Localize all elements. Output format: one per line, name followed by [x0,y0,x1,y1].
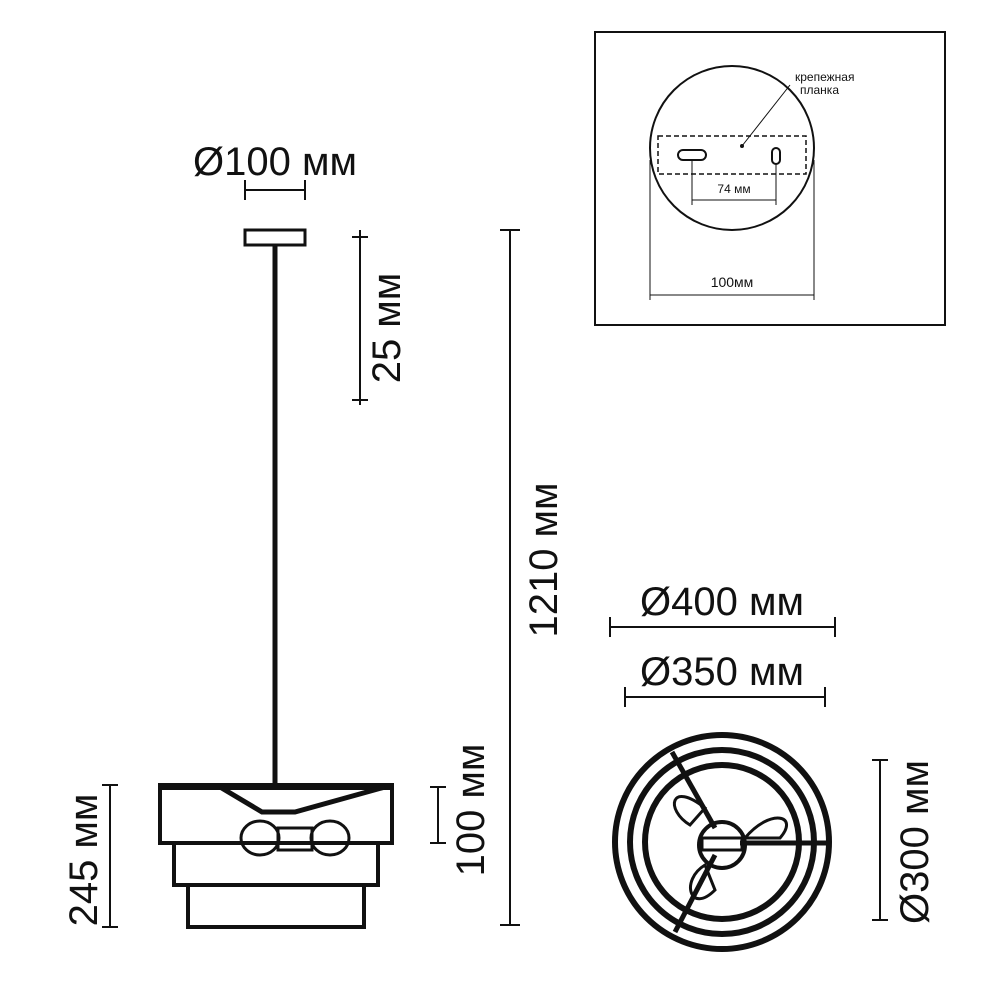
total-height-label: 1210 мм [522,482,566,637]
canopy [243,228,307,247]
shade-height-label: 100 мм [449,744,493,877]
bulb-holder [276,826,314,852]
mounting-bar-label-2: планка [800,83,839,97]
bulb-left [239,819,281,857]
plate-diameter-label: 100мм [711,274,754,290]
outer-diameter-label: Ø400 мм [640,580,804,624]
canopy-diameter-label: Ø100 мм [193,140,357,184]
canopy-height-label: 25 мм [365,273,409,384]
mounting-inset [594,31,946,326]
hole-spacing-label: 74 мм [717,182,750,196]
body-height-label: 245 мм [62,794,106,927]
top-view [609,617,888,952]
mounting-bar-label-1: крепежная [795,70,854,84]
shade-bottom [186,883,366,929]
side-view [102,180,520,929]
inner-diameter-label: Ø300 мм [893,760,937,924]
bulb-right [309,819,351,857]
middle-diameter-label: Ø350 мм [640,650,804,694]
